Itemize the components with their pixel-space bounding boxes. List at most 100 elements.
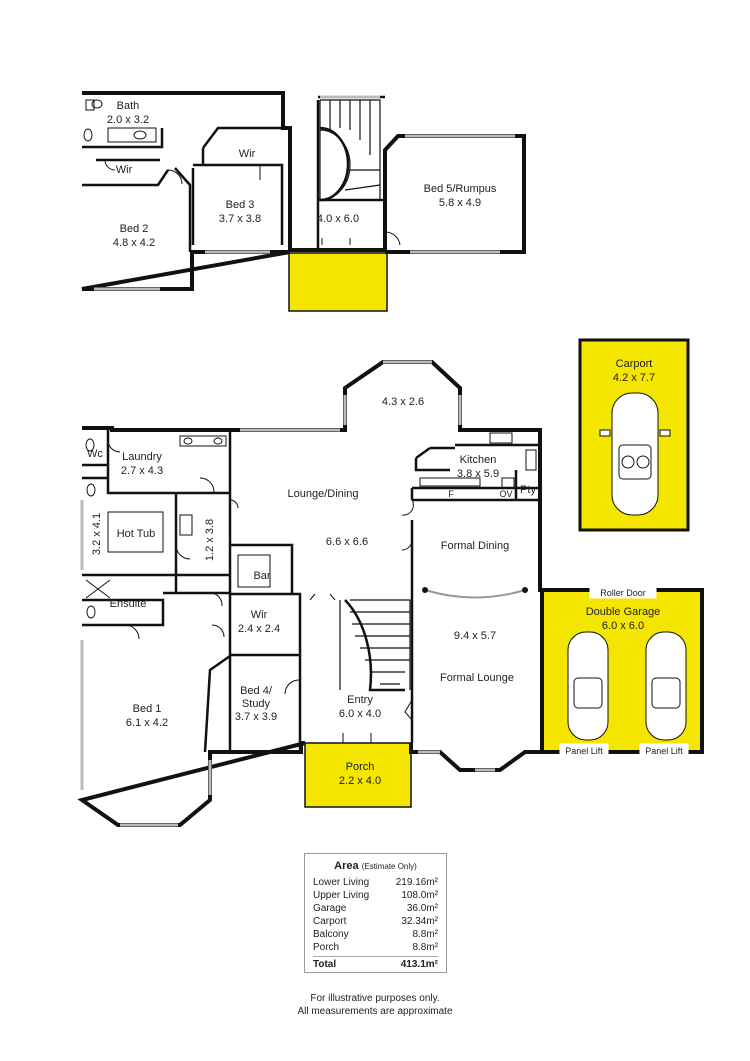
porch-size: 2.2 x 4.0 <box>339 775 381 787</box>
upper-stair <box>319 99 381 201</box>
area-row-value: 108.0m² <box>401 890 438 901</box>
area-row: Upper Living 108.0m² <box>313 889 438 902</box>
bath-fixtures <box>83 99 157 143</box>
lounge-label: Lounge/Dining <box>288 488 359 500</box>
area-total-row: Total 413.1m² <box>313 956 438 971</box>
lounge-size: 6.6 x 6.6 <box>326 536 368 548</box>
footnote: For illustrative purposes only. All meas… <box>225 992 525 1018</box>
entry-stair-arc <box>344 599 405 692</box>
garage-details: Roller Door Panel Lift Panel Lift <box>542 585 702 757</box>
area-row-label: Balcony <box>313 929 349 940</box>
area-row: Lower Living 219.16m² <box>313 876 438 889</box>
laundry-label: Laundry <box>122 451 162 463</box>
bed4-label: Bed 4/ <box>240 685 273 697</box>
area-row-value: 32.34m² <box>401 916 438 927</box>
formal-arc <box>424 589 526 599</box>
garage-size: 6.0 x 6.0 <box>602 620 644 632</box>
area-table: Area (Estimate Only) Lower Living 219.16m… <box>304 853 447 973</box>
kitchen-label: Kitchen <box>460 454 497 466</box>
porch-area <box>304 742 412 808</box>
car-icon <box>599 392 671 516</box>
area-row: Balcony 8.8m² <box>313 928 438 941</box>
wir-label: Wir <box>251 609 268 621</box>
formal-dining-label: Formal Dining <box>441 540 509 552</box>
bed3-label: Bed 3 <box>226 199 255 211</box>
area-row-label: Lower Living <box>313 877 370 888</box>
area-row-value: 8.8m² <box>412 929 438 940</box>
area-note: (Estimate Only) <box>361 862 417 871</box>
oven-label: OV <box>499 489 512 499</box>
balcony-area <box>288 252 388 312</box>
stair-hall-size: 4.0 x 6.0 <box>317 213 359 225</box>
kitchen-size: 3.8 x 5.9 <box>457 468 499 480</box>
area-row: Garage 36.0m² <box>313 902 438 915</box>
bay-size: 4.3 x 2.6 <box>382 396 424 408</box>
carport-label: Carport <box>616 358 653 370</box>
formal-lounge-size: 9.4 x 5.7 <box>454 630 496 642</box>
bed5-label: Bed 5/Rumpus <box>424 183 497 195</box>
bed4-size: 3.7 x 3.9 <box>235 711 277 723</box>
passage-size: 1.2 x 3.8 <box>204 519 216 561</box>
ground-floor: Roller Door Panel Lift Panel Lift 4.3 x … <box>77 360 704 827</box>
bed2-label: Bed 2 <box>120 223 149 235</box>
garage-car-icons <box>567 631 687 741</box>
footnote-line-2: All measurements are approximate <box>297 1006 453 1017</box>
bed1-size: 6.1 x 4.2 <box>126 717 168 729</box>
garage-label: Double Garage <box>586 606 661 618</box>
formal-lounge-label: Formal Lounge <box>440 672 514 684</box>
column-right <box>522 587 528 593</box>
area-total-label: Total <box>313 959 337 970</box>
laundry-size: 2.7 x 4.3 <box>121 465 163 477</box>
bed3-size: 3.7 x 3.8 <box>219 213 261 225</box>
pantry-label: Pty <box>520 484 536 496</box>
upper-windows <box>94 95 515 291</box>
entry-label: Entry <box>347 694 373 706</box>
ground-windows <box>80 360 495 827</box>
panel-lift-left-label: Panel Lift <box>565 746 603 756</box>
bed4-label-2: Study <box>242 698 271 710</box>
upper-doors <box>104 159 401 246</box>
area-row: Carport 32.34m² <box>313 915 438 928</box>
area-row-label: Porch <box>313 942 340 953</box>
panel-lift-right-label: Panel Lift <box>645 746 683 756</box>
roller-door-label: Roller Door <box>600 588 646 598</box>
ground-doors <box>107 439 414 743</box>
footnote-line-1: For illustrative purposes only. <box>310 993 440 1004</box>
entry-stair <box>339 599 411 690</box>
area-row-value: 8.8m² <box>412 942 438 953</box>
bed1-label: Bed 1 <box>133 703 162 715</box>
wir-b-label: Wir <box>239 148 256 160</box>
bath-label: Bath <box>117 100 140 112</box>
ground-fixtures <box>85 432 537 619</box>
area-row-label: Upper Living <box>313 890 370 901</box>
bed2-size: 4.8 x 4.2 <box>113 237 155 249</box>
area-row-value: 219.16m² <box>395 877 438 888</box>
tub-dim-size: 3.2 x 4.1 <box>91 513 103 555</box>
wc-label: Wc <box>87 448 103 460</box>
ensuite-label: Ensuite <box>110 598 147 610</box>
fridge-label: F <box>448 489 454 499</box>
area-row-label: Garage <box>313 903 347 914</box>
porch-label: Porch <box>346 761 375 773</box>
entry-size: 6.0 x 4.0 <box>339 708 381 720</box>
upper-floor: Bath 2.0 x 3.2 Wir Bed 2 4.8 x 4.2 Wir B… <box>81 91 526 312</box>
ground-inner-walls <box>82 430 542 753</box>
carport-size: 4.2 x 7.7 <box>613 372 655 384</box>
carport: Carport 4.2 x 7.7 <box>578 338 690 532</box>
bed5-size: 5.8 x 4.9 <box>439 197 481 209</box>
area-total-value: 413.1m² <box>400 959 438 970</box>
area-row-value: 36.0m² <box>406 903 438 914</box>
upper-stair-arc <box>319 126 350 202</box>
bar-label: Bar <box>253 570 270 582</box>
wir-size: 2.4 x 2.4 <box>238 623 280 635</box>
area-row-label: Carport <box>313 916 347 927</box>
area-row: Porch 8.8m² <box>313 941 438 954</box>
wir-a-label: Wir <box>116 164 133 176</box>
area-title-text: Area <box>334 860 359 872</box>
area-title: Area (Estimate Only) <box>313 860 438 872</box>
column-left <box>422 587 428 593</box>
hot-tub-label: Hot Tub <box>117 528 156 540</box>
bath-size: 2.0 x 3.2 <box>107 114 149 126</box>
